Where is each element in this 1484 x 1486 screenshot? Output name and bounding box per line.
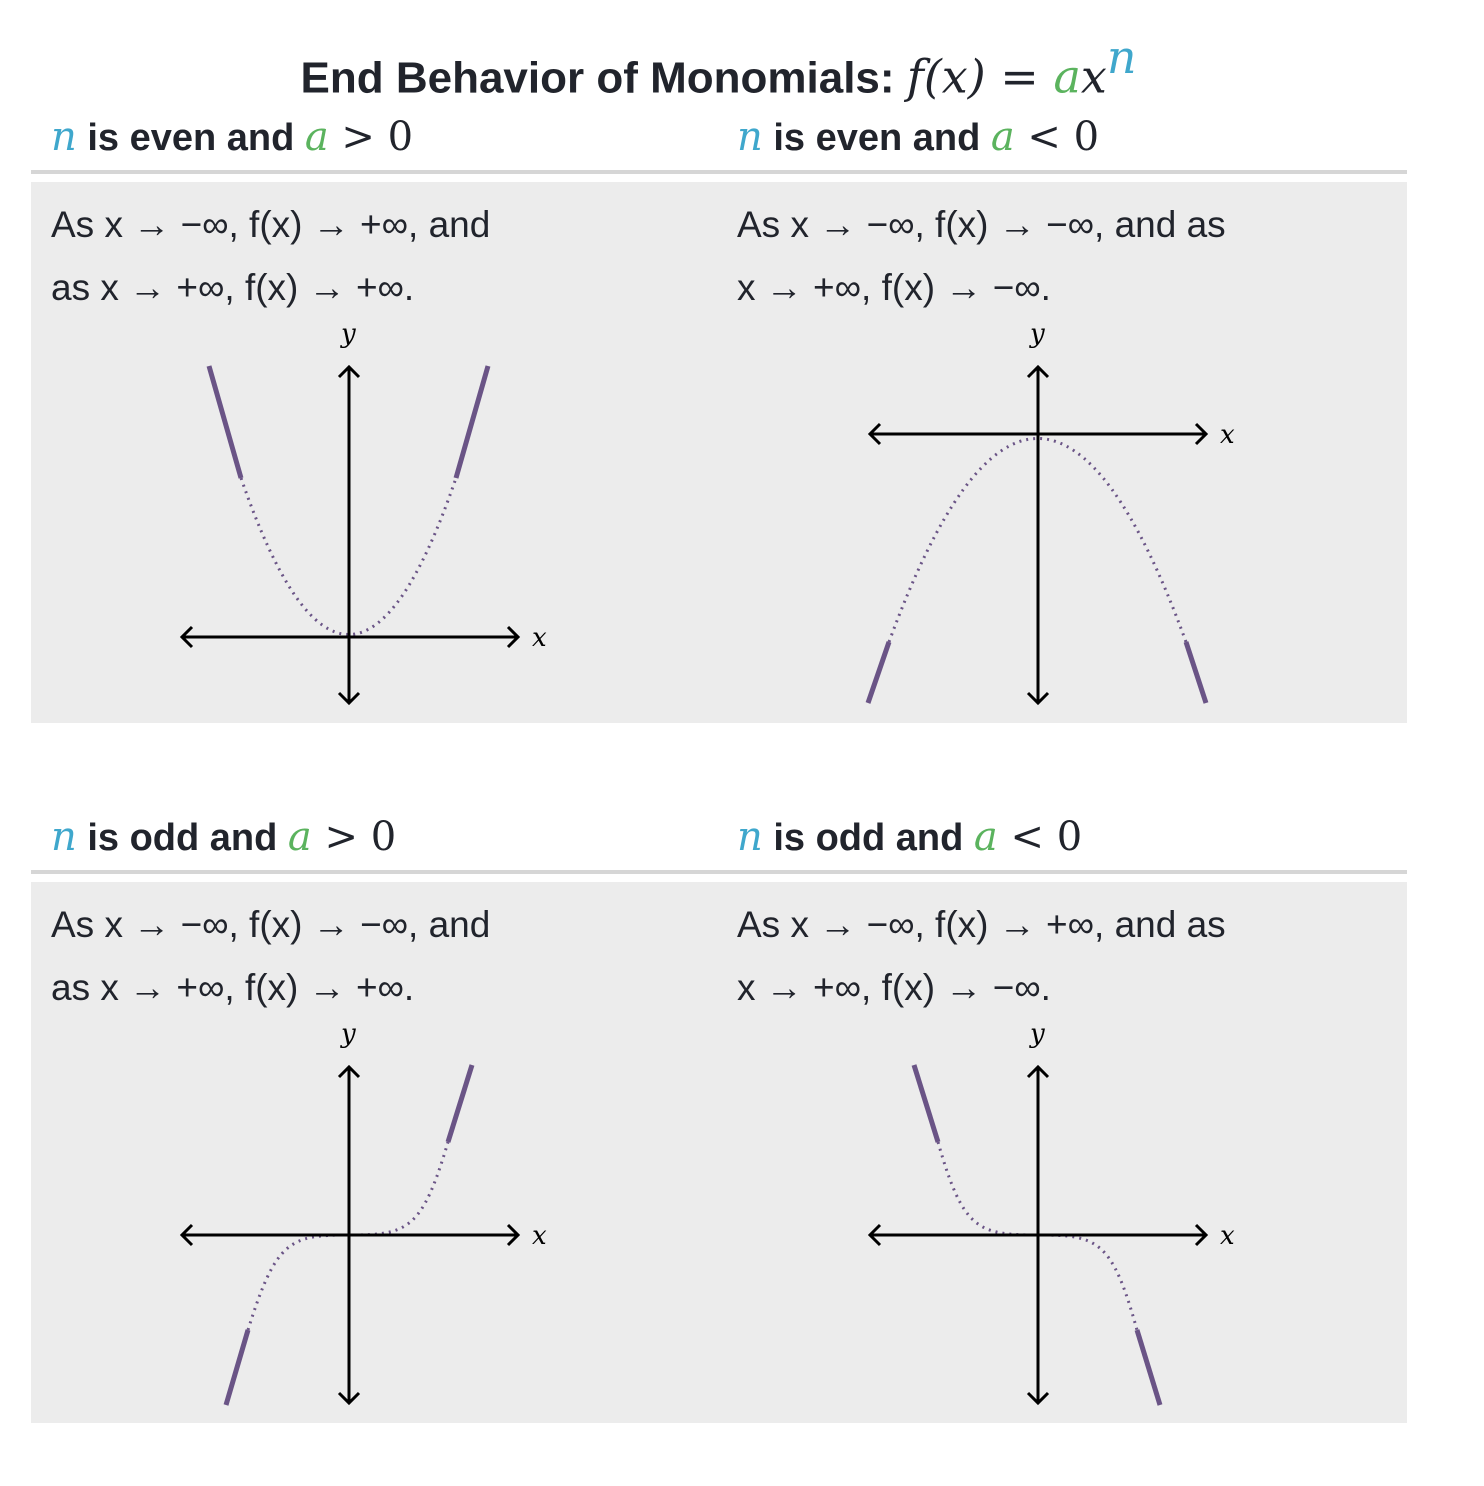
panel-4-heading: n is odd and a < 0 xyxy=(737,814,1082,860)
panel-1-heading: n is even and a > 0 xyxy=(51,114,413,160)
panel-1-line-2: as x → +∞, f(x) → +∞. xyxy=(51,267,415,308)
even-section-panel xyxy=(31,182,1407,723)
odd-section-panel xyxy=(31,882,1407,1423)
x-axis-right-arrowhead xyxy=(1194,422,1209,446)
y-axis-label: y xyxy=(1029,1019,1045,1049)
panel-3-line-1: As x → −∞, f(x) → −∞, and xyxy=(51,904,491,945)
x-axis-label: x xyxy=(1220,420,1235,450)
panel-3-line-2: as x → +∞, f(x) → +∞. xyxy=(51,967,415,1008)
panel-1-heading-cond: is even and xyxy=(76,117,305,159)
x-axis-left-arrowhead xyxy=(179,625,194,649)
curve-left-end xyxy=(223,1329,251,1406)
y-axis-top-arrowhead xyxy=(1026,364,1050,379)
y-axis-top-arrowhead xyxy=(337,1064,361,1079)
panel-4-line-1: As x → −∞, f(x) → +∞, and as xyxy=(737,904,1226,945)
curve-right-end xyxy=(1183,641,1209,704)
panel-1-heading-a: a xyxy=(304,114,329,160)
y-axis-bottom-arrowhead xyxy=(337,691,361,706)
panel-3-heading-n: n xyxy=(51,814,77,860)
odd-section-header: n is odd and a > 0 n is odd and a < 0 xyxy=(31,810,1407,874)
panel-3-description: As x → −∞, f(x) → −∞, and as x → +∞, f(x… xyxy=(51,893,691,1019)
x-axis-left-arrowhead xyxy=(179,1223,194,1247)
curve-left-end xyxy=(206,365,244,479)
title-formula-lhs: f(x) = xyxy=(906,49,1054,104)
y-axis-label: y xyxy=(340,1019,356,1049)
title-text: End Behavior of Monomials: xyxy=(300,53,895,103)
curve-right-end xyxy=(1134,1329,1163,1406)
x-axis-left-arrowhead xyxy=(867,422,882,446)
panel-4-heading-cond: is odd and xyxy=(762,817,974,859)
panel-2-description: As x → −∞, f(x) → −∞, and as x → +∞, f(x… xyxy=(737,193,1377,319)
graph-even-positive: x y xyxy=(179,319,547,706)
graph-even-negative: x y xyxy=(865,319,1235,706)
panel-2-line-2: x → +∞, f(x) → −∞. xyxy=(737,267,1051,308)
y-axis-top-arrowhead xyxy=(1026,1064,1050,1079)
panel-3-heading-a: a xyxy=(287,814,312,860)
x-axis-label: x xyxy=(532,1221,547,1251)
title-formula-a: a xyxy=(1053,49,1081,104)
panel-1-heading-n: n xyxy=(51,114,77,160)
curve-right-end xyxy=(445,1064,475,1143)
x-axis-right-arrowhead xyxy=(506,1223,521,1247)
panel-2-heading-a: a xyxy=(990,114,1015,160)
panel-2-line-1: As x → −∞, f(x) → −∞, and as xyxy=(737,204,1226,245)
x-axis-right-arrowhead xyxy=(506,625,521,649)
y-axis-bottom-arrowhead xyxy=(337,1391,361,1406)
x-axis-left-arrowhead xyxy=(867,1223,882,1247)
curve-left-end xyxy=(911,1064,941,1143)
x-axis-label: x xyxy=(1220,1221,1235,1251)
panel-2-heading-cond: is even and xyxy=(762,117,991,159)
title-formula-x: x xyxy=(1080,49,1107,104)
panel-2-heading-rel: < 0 xyxy=(1014,114,1100,160)
y-axis-bottom-arrowhead xyxy=(1026,691,1050,706)
graph-odd-positive: x y xyxy=(179,1019,547,1406)
graph-odd-negative: x y xyxy=(867,1019,1235,1406)
x-axis-right-arrowhead xyxy=(1194,1223,1209,1247)
panel-4-heading-n: n xyxy=(737,814,763,860)
y-axis-label: y xyxy=(1029,319,1045,349)
panel-1-line-1: As x → −∞, f(x) → +∞, and xyxy=(51,204,491,245)
panel-3-heading-rel: > 0 xyxy=(311,814,397,860)
panel-4-heading-rel: < 0 xyxy=(997,814,1083,860)
page-title: End Behavior of Monomials: f(x) = axn xyxy=(0,30,1437,104)
y-axis-bottom-arrowhead xyxy=(1026,1391,1050,1406)
y-axis-label: y xyxy=(340,319,356,349)
panel-4-heading-a: a xyxy=(973,814,998,860)
panel-3-heading-cond: is odd and xyxy=(76,817,288,859)
panel-4-line-2: x → +∞, f(x) → −∞. xyxy=(737,967,1051,1008)
panel-2-heading: n is even and a < 0 xyxy=(737,114,1099,160)
x-axis-label: x xyxy=(532,623,547,653)
curve-left-end xyxy=(865,641,892,704)
panel-3-heading: n is odd and a > 0 xyxy=(51,814,396,860)
even-section-header: n is even and a > 0 n is even and a < 0 xyxy=(31,110,1407,174)
panel-2-heading-n: n xyxy=(737,114,763,160)
panel-4-description: As x → −∞, f(x) → +∞, and as x → +∞, f(x… xyxy=(737,893,1377,1019)
panel-1-heading-rel: > 0 xyxy=(328,114,414,160)
panel-1-description: As x → −∞, f(x) → +∞, and as x → +∞, f(x… xyxy=(51,193,691,319)
y-axis-top-arrowhead xyxy=(337,364,361,379)
curve-dotted-segment xyxy=(246,1141,450,1331)
title-formula-n: n xyxy=(1106,30,1137,84)
curve-right-end xyxy=(453,365,491,479)
